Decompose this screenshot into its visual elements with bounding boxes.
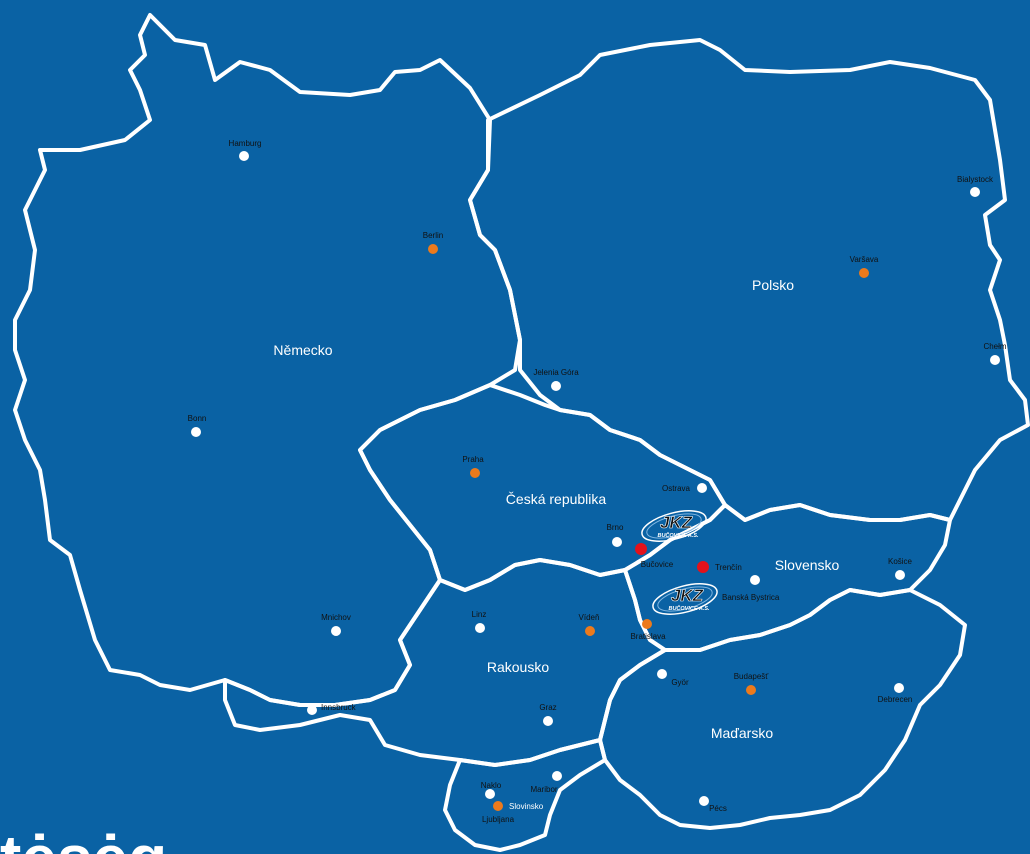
city-dot-chelm [990, 355, 1000, 365]
city-label-gyor: Györ [671, 678, 689, 687]
country-label-germany: Německo [273, 342, 332, 358]
city-label-naklo: Naklo [481, 781, 502, 790]
logo-sub-text: BUČOVICE A.S. [668, 604, 710, 612]
country-label-poland: Polsko [752, 277, 794, 293]
capital-dot-varsava [859, 268, 869, 278]
city-dot-ostrava [697, 483, 707, 493]
city-label-bialystock: Bialystock [957, 175, 994, 184]
city-label-maribor: Maribor [530, 785, 557, 794]
city-dot-naklo [485, 789, 495, 799]
company-logo-bucovice: JKZ BUČOVICE A.S. [641, 510, 707, 542]
logo-swoosh-inner [657, 586, 713, 612]
logo-swoosh-outer [652, 583, 718, 615]
company-dot-bucovice [635, 543, 647, 555]
city-dot-gyor [657, 669, 667, 679]
city-label-ostrava: Ostrava [662, 484, 691, 493]
city-label-budapest: Budapešť [734, 672, 770, 681]
city-dot-jelenia-gora [551, 381, 561, 391]
logo-main-text: JKZ [660, 513, 693, 532]
city-label-slovinsko: Slovinsko [509, 802, 544, 811]
city-label-innsbruck: Innsbruck [321, 703, 357, 712]
capital-dot-budapest [746, 685, 756, 695]
partial-heading-text: tėsėg [0, 822, 167, 854]
slovenia-border [443, 738, 607, 852]
city-dot-pecs [699, 796, 709, 806]
city-label-mnichov: Mnichov [321, 613, 351, 622]
country-label-austria: Rakousko [487, 659, 549, 675]
country-borders [13, 13, 1030, 852]
city-dot-linz [475, 623, 485, 633]
city-dot-graz [543, 716, 553, 726]
city-label-debrecen: Debrecen [878, 695, 913, 704]
hungary-border [598, 588, 967, 830]
city-label-bucovice: Bučovice [641, 560, 674, 569]
city-label-varsava: Varšava [850, 255, 879, 264]
logo-swoosh-inner [646, 513, 702, 539]
city-label-trencin: Trenčín [715, 563, 742, 572]
city-dot-brno [612, 537, 622, 547]
city-label-praha: Praha [462, 455, 484, 464]
company-logo-trencin: JKZ BUČOVICE A.S. [652, 583, 718, 615]
city-label-linz: Linz [472, 610, 487, 619]
logo-main-text: JKZ [671, 586, 704, 605]
city-label-bratislava: Bratislava [630, 632, 666, 641]
city-label-jelenia-gora: Jelenia Góra [533, 368, 579, 377]
germany-border [13, 13, 522, 707]
city-label-chelm: Chełm [983, 342, 1006, 351]
city-label-kosice: Košice [888, 557, 913, 566]
city-label-graz: Graz [539, 703, 556, 712]
country-labels: Německo Polsko Česká republika Slovensko… [273, 277, 839, 741]
city-label-hamburg: Hamburg [229, 139, 262, 148]
country-label-czech: Česká republika [506, 491, 607, 507]
city-dot-bialystock [970, 187, 980, 197]
city-dot-bonn [191, 427, 201, 437]
city-label-bonn: Bonn [188, 414, 207, 423]
city-dot-maribor [552, 771, 562, 781]
capital-dot-bratislava [642, 619, 652, 629]
poland-border [468, 38, 1030, 522]
capital-dot-viden [585, 626, 595, 636]
city-label-brno: Brno [607, 523, 624, 532]
city-label-berlin: Berlin [423, 231, 443, 240]
city-dot-mnichov [331, 626, 341, 636]
company-dot-trencin [697, 561, 709, 573]
city-markers: Hamburg Berlin Bonn Mnichov Innsbruck Bi… [188, 139, 1007, 824]
city-label-pecs: Pécs [709, 804, 727, 813]
logo-swoosh-outer [641, 510, 707, 542]
city-dot-debrecen [894, 683, 904, 693]
city-label-ljubljana: Ljubljana [482, 815, 515, 824]
city-dot-hamburg [239, 151, 249, 161]
city-dot-innsbruck [307, 705, 317, 715]
city-dot-banska-bystrica [750, 575, 760, 585]
austria-border [223, 558, 667, 767]
capital-dot-praha [470, 468, 480, 478]
capital-dot-ljubljana [493, 801, 503, 811]
country-label-slovakia: Slovensko [775, 557, 840, 573]
city-dot-kosice [895, 570, 905, 580]
logo-sub-text: BUČOVICE A.S. [657, 531, 699, 539]
city-label-banska-bystrica: Banská Bystrica [722, 593, 780, 602]
country-label-hungary: Maďarsko [711, 725, 774, 741]
city-label-viden: Vídeň [579, 613, 600, 622]
capital-dot-berlin [428, 244, 438, 254]
